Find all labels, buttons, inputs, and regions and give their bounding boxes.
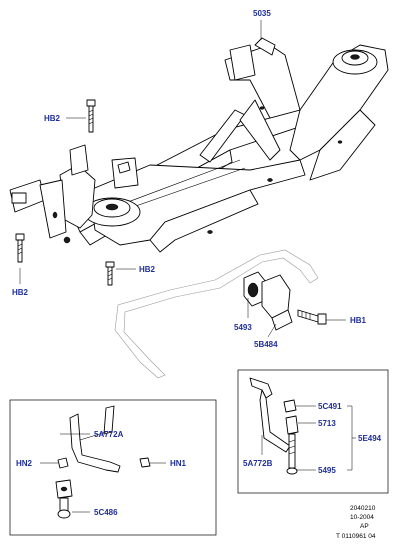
label-hb2-top: HB2	[44, 114, 61, 123]
ref-line-3: AP	[360, 523, 369, 530]
ref-line-2: 10-2004	[350, 514, 374, 521]
inset-box-right	[237, 369, 389, 494]
label-5b484: 5B484	[254, 340, 278, 349]
label-5493: 5493	[234, 323, 252, 332]
label-5e494: 5E494	[358, 434, 382, 443]
bolt-hb2-left	[15, 233, 25, 263]
ref-line-1: 2040210	[350, 505, 376, 512]
label-5a772a: 5A772A	[94, 430, 124, 439]
label-5a772b: 5A772B	[243, 459, 273, 468]
leader-lines-top	[19, 20, 346, 338]
stabilizer-bar-outline	[114, 249, 319, 379]
reference-block: 2040210 10-2004 AP T 0110961 04	[336, 505, 376, 540]
inset-box-left	[9, 399, 217, 536]
bracket-5b484	[261, 274, 293, 331]
label-hb2-left: HB2	[12, 288, 29, 297]
label-5713: 5713	[318, 419, 336, 428]
label-hn1: HN1	[170, 459, 187, 468]
label-5495: 5495	[318, 466, 336, 475]
bolt-hb2-mid	[105, 261, 115, 286]
label-hn2: HN2	[16, 459, 33, 468]
bolt-hb2-top	[86, 99, 96, 133]
label-hb2-mid: HB2	[139, 265, 156, 274]
callout-labels: 5035 HB2 HB2 HB2 HB1 5493 5B484 5C491 57…	[12, 9, 382, 517]
subframe-5035	[9, 37, 389, 253]
label-5035: 5035	[253, 9, 271, 18]
bolt-hb1	[297, 309, 327, 325]
ref-line-4: T 0110961 04	[336, 533, 376, 540]
label-5c486: 5C486	[94, 508, 118, 517]
label-hb1: HB1	[350, 316, 367, 325]
bushing-5493	[243, 271, 267, 307]
label-5c491: 5C491	[318, 402, 342, 411]
